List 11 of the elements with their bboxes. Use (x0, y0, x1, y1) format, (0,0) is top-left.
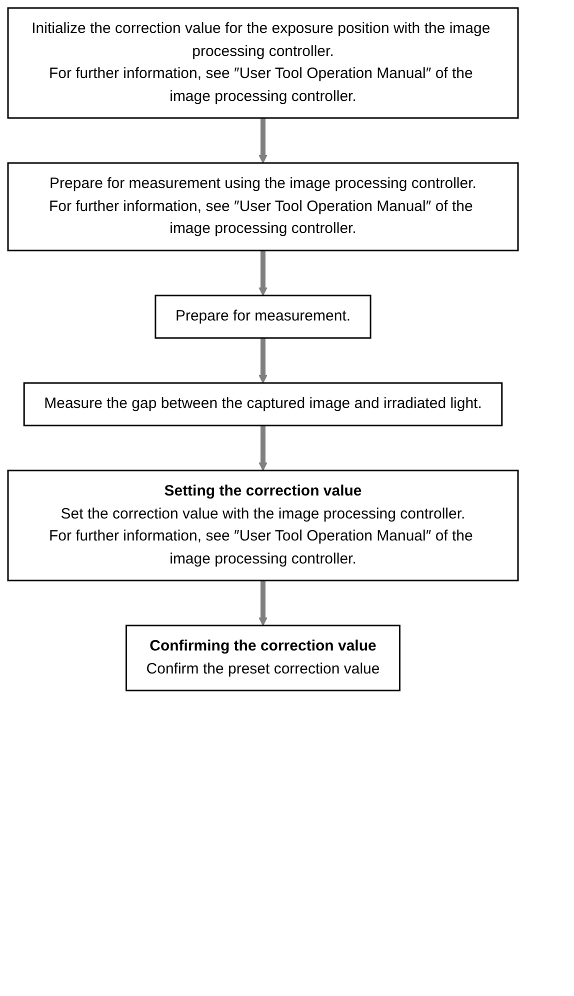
arrow (258, 250, 268, 296)
arrow (258, 338, 268, 384)
node-box: Initialize the correction value for the exposure position with the image processing controller. For further information, see ″User Tool Operation Manual″ of the image processing controller. (7, 7, 519, 119)
node-box: Measure the gap between the captured image and irradiated light. (23, 382, 503, 426)
node-box: Prepare for measurement using the image processing controller. For further information, see ″User Tool Operation Manual″ of the image processing controller. (7, 162, 519, 252)
arrow (258, 580, 268, 626)
node-box: Setting the correction value Set the correction value with the image processing controller. For further information, see ″User Tool Operation Manual″ of the image processing controller. (7, 470, 519, 582)
arrow (258, 426, 268, 471)
arrow (258, 118, 268, 164)
node-box: Prepare for measurement. (154, 294, 372, 339)
node-box: Confirming the correction value Confirm the preset correction value (126, 624, 400, 692)
